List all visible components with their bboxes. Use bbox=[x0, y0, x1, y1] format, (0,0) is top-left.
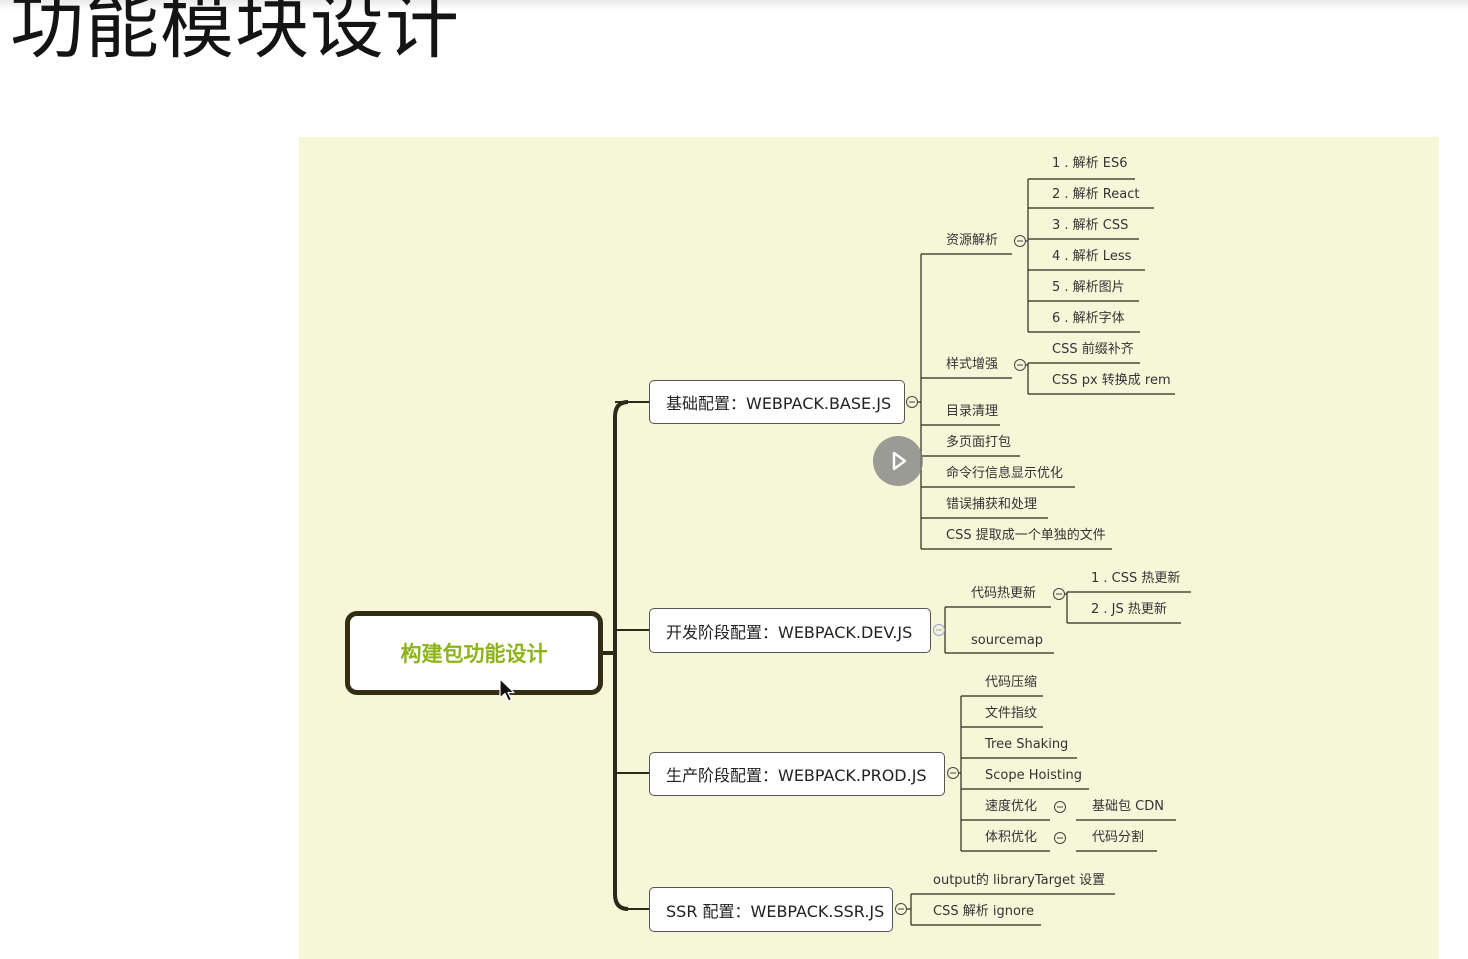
style-item[interactable]: CSS px 转换成 rem bbox=[1052, 373, 1171, 388]
ssr-item[interactable]: output的 libraryTarget 设置 bbox=[933, 873, 1106, 888]
resource-item[interactable]: 2 . 解析 React bbox=[1052, 187, 1140, 202]
resource-item[interactable]: 4 . 解析 Less bbox=[1052, 249, 1132, 264]
resource-item[interactable]: 3 . 解析 CSS bbox=[1052, 218, 1129, 233]
play-button[interactable] bbox=[873, 436, 923, 486]
prod-item[interactable]: Tree Shaking bbox=[985, 737, 1069, 752]
prod-config-node[interactable]: 生产阶段配置：WEBPACK.PROD.JS bbox=[649, 752, 945, 796]
base-item[interactable]: 多页面打包 bbox=[946, 435, 1012, 450]
top-bar bbox=[0, 0, 1468, 10]
resource-item[interactable]: 1 . 解析 ES6 bbox=[1052, 156, 1128, 171]
slide-title: 功能模块设计 bbox=[10, 0, 460, 69]
trunk-spine bbox=[613, 400, 629, 911]
speed-child[interactable]: 基础包 CDN bbox=[1092, 799, 1164, 814]
mindmap-canvas: 构建包功能设计 基础配置：WEBPACK.BASE.JS 开发阶段配置：WEBP… bbox=[299, 137, 1439, 959]
base-item[interactable]: CSS 提取成一个单独的文件 bbox=[946, 528, 1106, 543]
style-item[interactable]: CSS 前缀补齐 bbox=[1052, 342, 1134, 357]
resource-item[interactable]: 5 . 解析图片 bbox=[1052, 280, 1125, 295]
prod-item[interactable]: 代码压缩 bbox=[985, 675, 1038, 690]
hot-update-item[interactable]: 1 . CSS 热更新 bbox=[1091, 571, 1181, 586]
base-item[interactable]: 目录清理 bbox=[946, 404, 999, 419]
sourcemap-node[interactable]: sourcemap bbox=[971, 633, 1044, 648]
prod-item[interactable]: Scope Hoisting bbox=[985, 768, 1083, 783]
speed-node[interactable]: 速度优化 bbox=[985, 799, 1038, 814]
ssr-item[interactable]: CSS 解析 ignore bbox=[933, 904, 1034, 919]
hot-update-item[interactable]: 2 . JS 热更新 bbox=[1091, 602, 1167, 617]
connector-lines bbox=[603, 178, 1191, 926]
base-item[interactable]: 命令行信息显示优化 bbox=[946, 466, 1064, 481]
dev-config-node[interactable]: 开发阶段配置：WEBPACK.DEV.JS bbox=[649, 608, 931, 653]
resource-node[interactable]: 资源解析 bbox=[946, 233, 999, 248]
base-item[interactable]: 错误捕获和处理 bbox=[946, 497, 1038, 512]
size-node[interactable]: 体积优化 bbox=[985, 830, 1038, 845]
prod-item[interactable]: 文件指纹 bbox=[985, 706, 1038, 721]
base-config-node[interactable]: 基础配置：WEBPACK.BASE.JS bbox=[649, 380, 905, 424]
style-node[interactable]: 样式增强 bbox=[946, 357, 999, 372]
size-child[interactable]: 代码分割 bbox=[1092, 830, 1145, 845]
root-node[interactable]: 构建包功能设计 bbox=[345, 611, 603, 695]
hot-update-node[interactable]: 代码热更新 bbox=[971, 586, 1037, 601]
mouse-cursor-icon bbox=[499, 678, 515, 702]
ssr-config-node[interactable]: SSR 配置：WEBPACK.SSR.JS bbox=[649, 887, 893, 932]
resource-item[interactable]: 6 . 解析字体 bbox=[1052, 311, 1125, 326]
play-icon bbox=[892, 451, 907, 471]
